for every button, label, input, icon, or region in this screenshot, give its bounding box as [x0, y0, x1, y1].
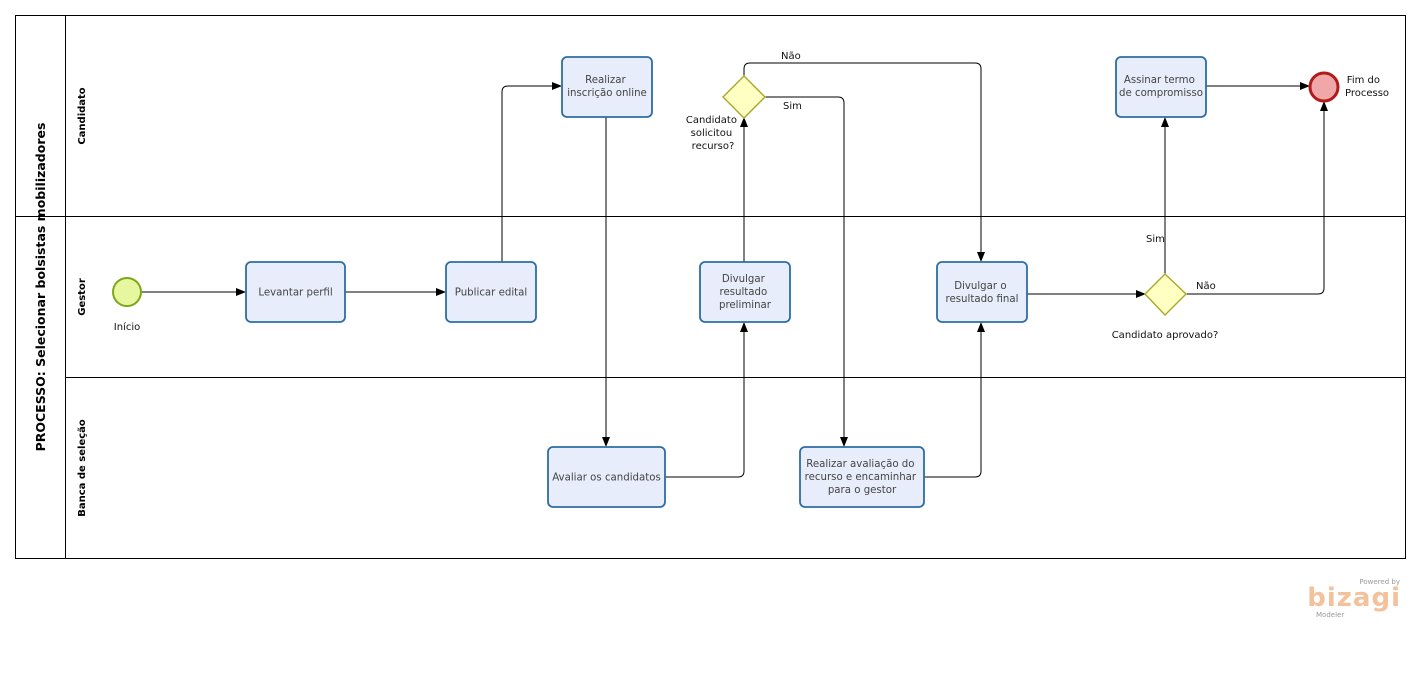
task-label: Assinar termo — [1124, 75, 1195, 86]
flow-aprovado-nao — [1186, 101, 1328, 295]
bizagi-logo: Powered by bizagi Modeler — [1307, 578, 1401, 619]
gateway-label-line: solicitou — [691, 128, 733, 139]
gateway-solicitou-recurso-label: Candidato solicitou recurso? — [686, 115, 740, 152]
flow-publicar-inscricao — [501, 82, 562, 262]
end-event-label: Fim do Processo — [1345, 75, 1389, 99]
gateway-label-line: recurso? — [692, 141, 735, 152]
task-label: Divulgar — [722, 274, 766, 285]
lane-title-gestor: Gestor — [77, 278, 88, 316]
brand-powered-by: Powered by — [1359, 578, 1400, 586]
lane-title-candidato: Candidato — [77, 87, 88, 144]
svg-text:Publicar edital: Publicar edital — [455, 288, 527, 299]
svg-text:Divulgar o resultado fin: Divulgar o resultado final — [946, 281, 1019, 305]
flow-label-aprovado-sim: Sim — [1146, 234, 1165, 245]
gateway-solicitou-recurso[interactable] — [722, 75, 766, 119]
flow-gateway-nao — [743, 62, 985, 262]
task-levantar-perfil[interactable]: Levantar perfil — [245, 261, 346, 323]
gateway-candidato-aprovado-label: Candidato aprovado? — [1112, 330, 1219, 341]
end-event-label-line: Processo — [1345, 88, 1389, 99]
task-divulgar-resultado-preliminar[interactable]: Divulgar resultado preliminar — [699, 261, 791, 323]
flow-label-aprovado-nao: Não — [1196, 281, 1216, 292]
flow-label-recurso-nao: Não — [781, 51, 801, 62]
task-label: para o gestor — [828, 485, 897, 496]
flow-label-recurso-sim: Sim — [783, 101, 802, 112]
brand-product: Modeler — [1316, 611, 1344, 619]
task-publicar-edital[interactable]: Publicar edital — [445, 261, 537, 323]
sequence-flows — [142, 62, 1328, 478]
pool-title: PROCESSO: Selecionar bolsistas mobilizad… — [33, 123, 48, 452]
task-label: resultado final — [946, 294, 1019, 305]
task-label: preliminar — [719, 300, 772, 311]
svg-text:Avaliar os candidatos: Avaliar os candidatos — [552, 473, 661, 484]
gateway-candidato-aprovado[interactable] — [1144, 273, 1188, 317]
task-label: de compromisso — [1119, 88, 1203, 99]
svg-text:Levantar perfil: Levantar perfil — [258, 288, 332, 299]
lanes: Candidato Gestor Banca de seleção — [15, 87, 1406, 517]
svg-text:Divulgar resultado: Divulgar resultado preliminar — [719, 274, 772, 311]
svg-text:Realizar avaliação do re: Realizar avaliação do recurso e encaminh… — [805, 459, 920, 496]
flow-avaliar-divulgar — [665, 322, 748, 478]
task-divulgar-resultado-final[interactable]: Divulgar o resultado final — [936, 261, 1028, 323]
task-label: resultado — [719, 287, 767, 298]
end-event[interactable] — [1308, 71, 1340, 103]
svg-text:Realizar inscrição onlin: Realizar inscrição online — [567, 75, 647, 99]
task-avaliar-candidatos[interactable]: Avaliar os candidatos — [547, 446, 666, 508]
task-realizar-inscricao[interactable]: Realizar inscrição online — [561, 56, 653, 118]
end-event-label-line: Fim do — [1347, 75, 1380, 86]
task-label: recurso e encaminhar — [805, 472, 917, 483]
svg-text:Assinar termo de comprom: Assinar termo de compromisso — [1119, 75, 1203, 99]
task-assinar-termo[interactable]: Assinar termo de compromisso — [1115, 56, 1207, 118]
task-label: Avaliar os candidatos — [552, 473, 661, 484]
lane-title-banca: Banca de seleção — [77, 419, 88, 517]
task-label: Realizar avaliação do — [806, 459, 914, 470]
task-label: Divulgar o — [954, 281, 1006, 292]
gateway-label-line: Candidato — [686, 115, 737, 126]
flow-gateway-sim — [765, 96, 848, 447]
task-label: Levantar perfil — [258, 288, 332, 299]
start-event-label: Início — [114, 321, 140, 333]
brand-name: bizagi — [1307, 583, 1401, 613]
task-realizar-avaliacao-recurso[interactable]: Realizar avaliação do recurso e encaminh… — [799, 446, 925, 508]
task-label: Publicar edital — [455, 288, 527, 299]
task-label: inscrição online — [567, 88, 647, 99]
task-label: Realizar — [585, 75, 626, 86]
flow-recurso-divulgar-final — [924, 322, 985, 478]
start-event[interactable] — [112, 277, 142, 307]
